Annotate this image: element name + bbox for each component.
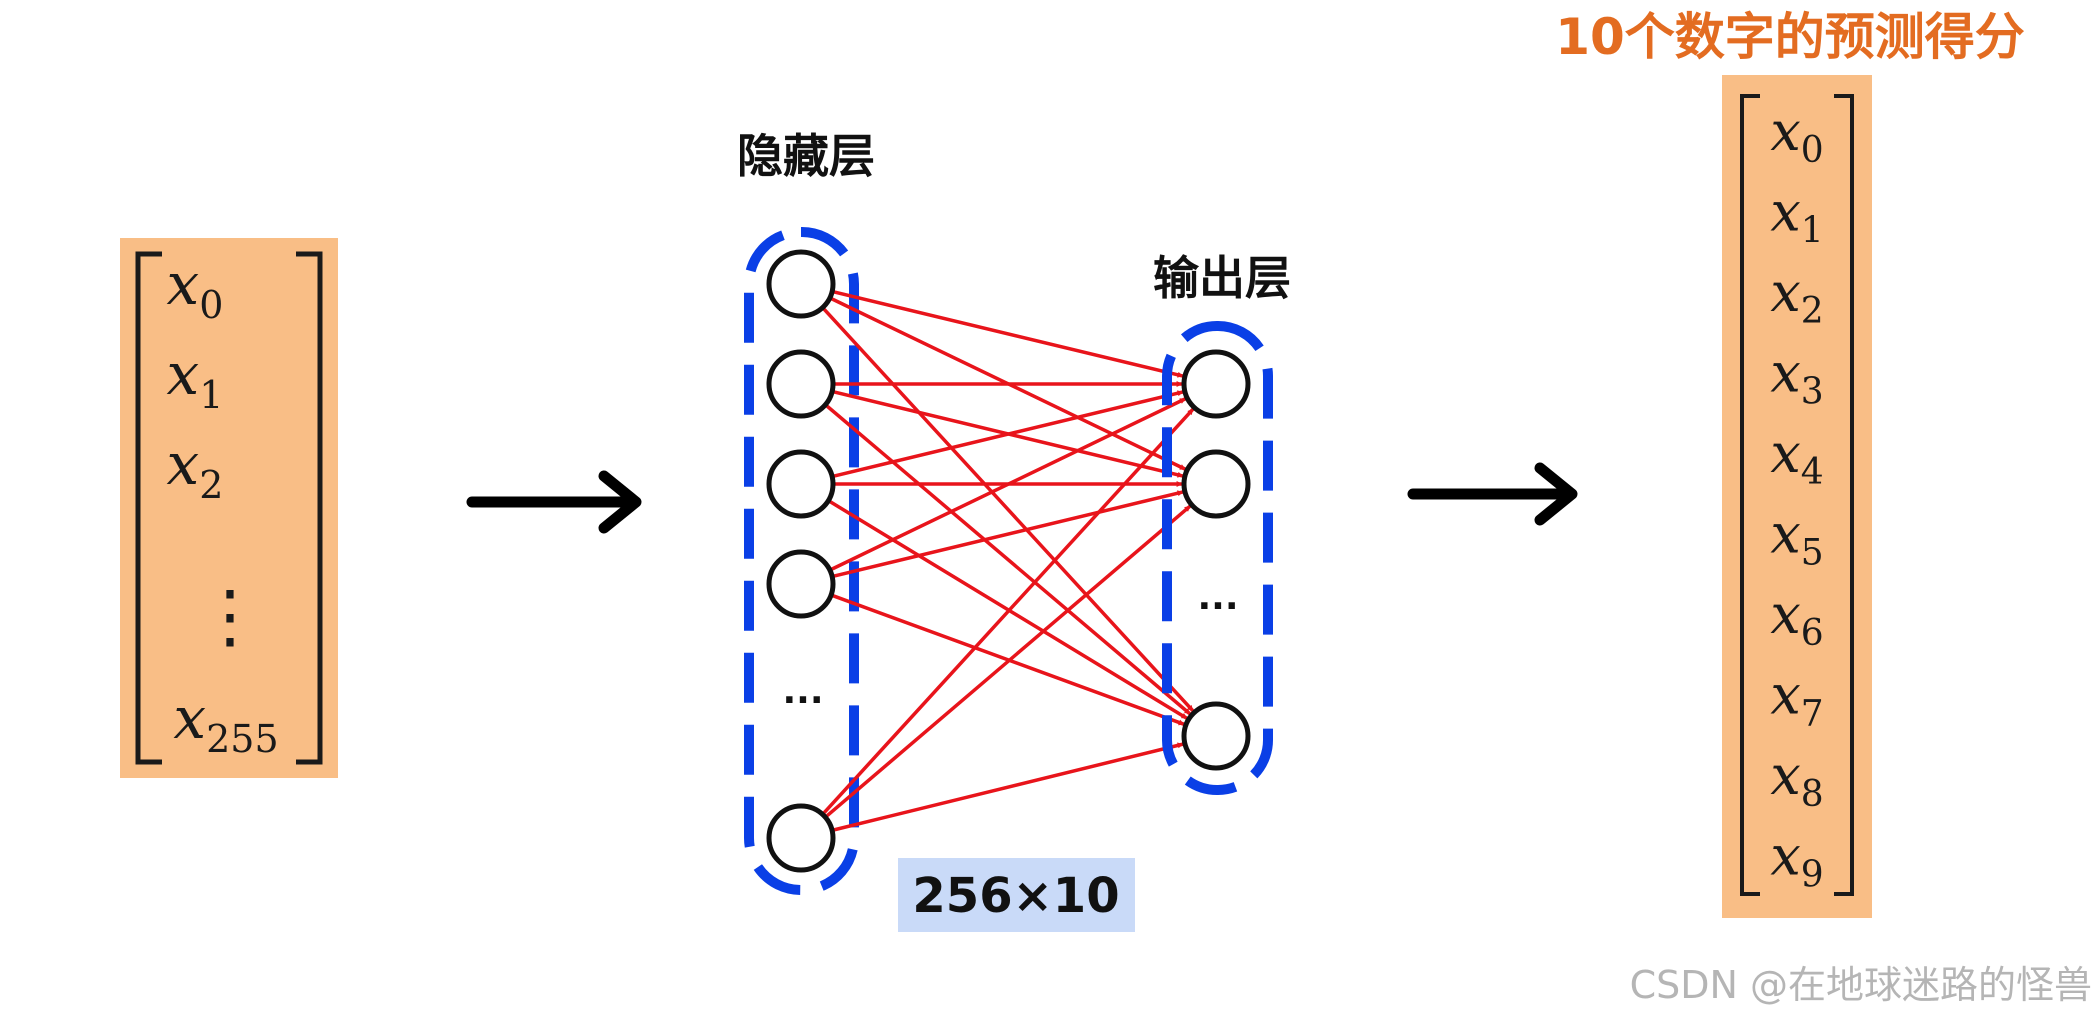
hidden-node [766,803,836,873]
input-vector: x0 x1 x2 ⋮ x255 [120,238,338,778]
output-node [1181,701,1251,771]
output-node [1181,449,1251,519]
score-entry: x6 [1770,583,1823,654]
connections [822,290,1195,832]
score-entry: x7 [1770,664,1823,735]
output-left-bracket [1740,94,1760,896]
watermark: CSDN @在地球迷路的怪兽 [1630,963,2092,1007]
hidden-node [766,249,836,319]
hidden-layer-ellipsis: ··· [782,680,823,721]
scores-title: 10个数字的预测得分 [1555,8,2025,66]
hidden-layer-dashed-outline [744,227,859,895]
output-node [1181,349,1251,419]
connection-edge [833,742,1184,832]
score-entry: x9 [1770,825,1823,896]
output-layer-ellipsis: ··· [1197,586,1238,627]
output-right-bracket [1834,94,1854,896]
score-entry: x5 [1770,503,1823,574]
connection-edge [833,290,1184,378]
hidden-nodes [766,249,836,873]
score-entry: x1 [1770,181,1823,252]
output-score-vector: x0 x1 x2 x3 x4 x5 x6 x7 x8 x9 [1722,75,1872,918]
input-entry-0: x0 [167,250,224,327]
weight-matrix-label: 256×10 [912,868,1119,924]
hidden-node [766,449,836,519]
connection-edge [825,504,1192,818]
input-entry-1: x1 [167,340,224,417]
score-entries: x0 x1 x2 x3 x4 x5 x6 x7 x8 x9 [1770,100,1823,896]
connection-edge [833,390,1184,478]
right-arrow-head [1534,462,1578,526]
output-layer-dashed-outline [1162,321,1273,795]
hidden-node [766,349,836,419]
input-to-hidden-arrow [466,470,642,534]
connection-edge [830,397,1187,571]
connection-edge [833,490,1184,578]
score-entry: x2 [1770,261,1823,332]
output-layer-label: 输出层 [1153,251,1291,305]
connection-edge [822,307,1195,713]
input-right-bracket [296,251,323,765]
hidden-layer-label: 隐藏层 [737,129,875,183]
weight-matrix-label-background [898,858,1135,932]
input-entry-last: x255 [173,684,278,761]
connection-edge [825,404,1192,716]
input-entry-2: x2 [167,430,224,507]
hidden-node [766,549,836,619]
score-entry: x0 [1770,100,1823,171]
score-entry: x4 [1770,422,1823,493]
output-vector-background [1722,75,1872,918]
output-nodes [1181,349,1251,771]
left-arrow-head [598,470,642,534]
input-left-bracket [135,251,162,765]
connection-edge [822,407,1195,815]
input-vector-background [120,238,338,778]
score-entry: x3 [1770,342,1823,413]
score-entry: x8 [1770,744,1823,815]
output-to-scores-arrow [1407,462,1578,526]
input-vertical-ellipsis: ⋮ [195,575,265,657]
